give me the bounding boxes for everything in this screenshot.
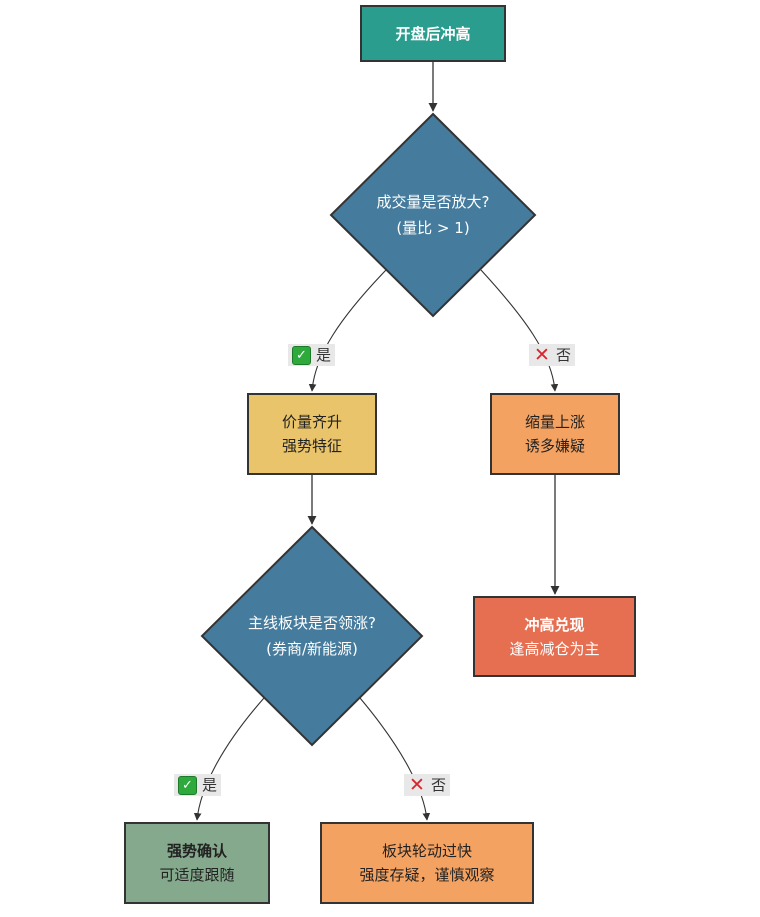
check-mark-icon: ✓	[178, 775, 197, 795]
price-volume-rise-desc: 强势特征	[281, 437, 342, 455]
cross-mark-icon: ✕	[534, 344, 550, 366]
edge-label-no-2: ✕ 否	[404, 774, 451, 796]
edge-label-yes-1-text: 是	[316, 346, 332, 364]
edge-volume-decision-to-low-volume-rise	[480, 269, 559, 392]
cross-mark-icon: ✕	[409, 774, 425, 796]
edge-sector-decision-to-rotation-caution	[359, 697, 431, 821]
sector-decision-shape	[200, 525, 424, 747]
low-volume-rise-title: 缩量上涨	[524, 413, 585, 431]
edge-label-no-2-text: 否	[431, 776, 447, 794]
volume-decision-shape	[329, 112, 537, 318]
rotation-caution-desc: 强度存疑，谨慎观察	[359, 866, 495, 884]
low-volume-rise-desc: 诱多嫌疑	[524, 437, 585, 455]
sector-decision-node: 主线板块是否领涨? (券商/新能源)	[222, 606, 402, 666]
rotation-caution-title: 板块轮动过快	[381, 842, 472, 860]
start-node-open-rally: 开盘后冲高	[360, 5, 506, 62]
volume-decision-question: 成交量是否放大?	[376, 193, 490, 211]
start-node-label: 开盘后冲高	[395, 24, 471, 43]
edge-label-yes-2: ✓ 是	[174, 774, 222, 796]
price-volume-rise-title: 价量齐升	[281, 413, 342, 431]
sector-decision-criteria: (券商/新能源)	[266, 640, 358, 658]
edge-label-no-1-text: 否	[556, 346, 572, 364]
edge-volume-decision-to-price-volume-rise	[308, 269, 387, 392]
volume-decision-criteria: (量比 > 1)	[396, 219, 470, 237]
edge-label-yes-1: ✓ 是	[288, 344, 336, 366]
take-profit-title: 冲高兑现	[524, 615, 585, 634]
low-volume-rise-node: 缩量上涨 诱多嫌疑	[490, 393, 620, 475]
strength-confirmed-desc: 可适度跟随	[159, 866, 235, 884]
take-profit-desc: 逢高减仓为主	[509, 639, 600, 658]
strength-confirmed-node: 强势确认 可适度跟随	[124, 822, 270, 904]
price-volume-rise-node: 价量齐升 强势特征	[247, 393, 377, 475]
edge-label-no-1: ✕ 否	[529, 344, 576, 366]
edge-label-yes-2-text: 是	[202, 776, 218, 794]
edge-sector-decision-to-strength-confirmed	[193, 697, 265, 821]
strength-confirmed-title: 强势确认	[166, 842, 227, 860]
volume-decision-node: 成交量是否放大? (量比 > 1)	[353, 185, 513, 245]
check-mark-icon: ✓	[292, 345, 311, 365]
sector-decision-question: 主线板块是否领涨?	[248, 614, 376, 632]
take-profit-node: 冲高兑现 逢高减仓为主	[473, 596, 636, 677]
rotation-caution-node: 板块轮动过快 强度存疑，谨慎观察	[320, 822, 534, 904]
